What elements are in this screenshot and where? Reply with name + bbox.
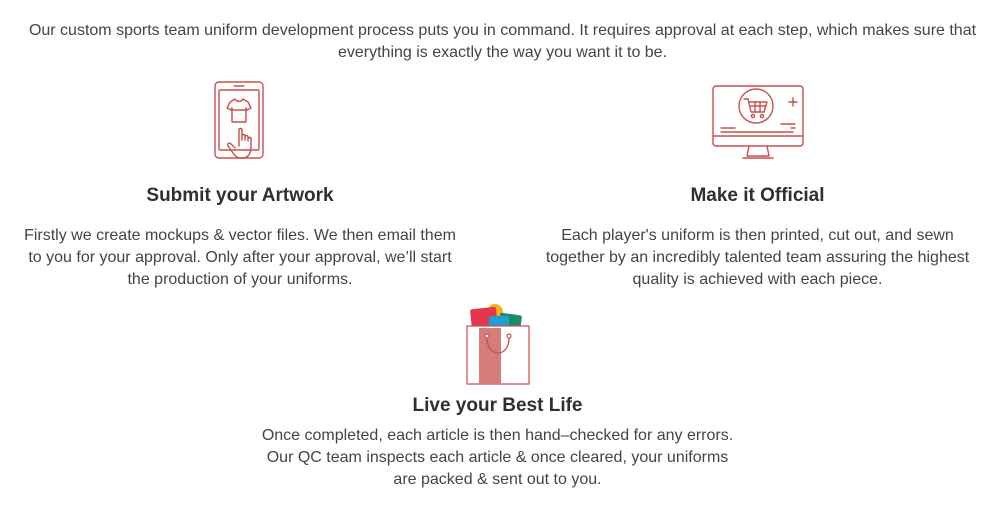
step-title: Make it Official xyxy=(690,185,825,206)
step-submit-artwork: Submit your Artwork Firstly we create mo… xyxy=(20,80,460,291)
step-description: Firstly we create mockups & vector files… xyxy=(24,227,456,288)
step-live-best-life: Live your Best Life Once completed, each… xyxy=(260,302,735,491)
step-make-official: Make it Official Each player's uniform i… xyxy=(540,84,975,291)
step-title: Live your Best Life xyxy=(412,395,583,416)
monitor-cart-icon xyxy=(711,84,805,167)
shopping-bag-icon xyxy=(461,302,535,391)
tablet-shirt-touch-icon xyxy=(213,80,267,167)
step-title: Submit your Artwork xyxy=(146,185,334,206)
step-description: Each player's uniform is then printed, c… xyxy=(545,227,970,288)
intro-text: Our custom sports team uniform developme… xyxy=(28,22,977,61)
step-description: Once completed, each article is then han… xyxy=(261,427,734,488)
